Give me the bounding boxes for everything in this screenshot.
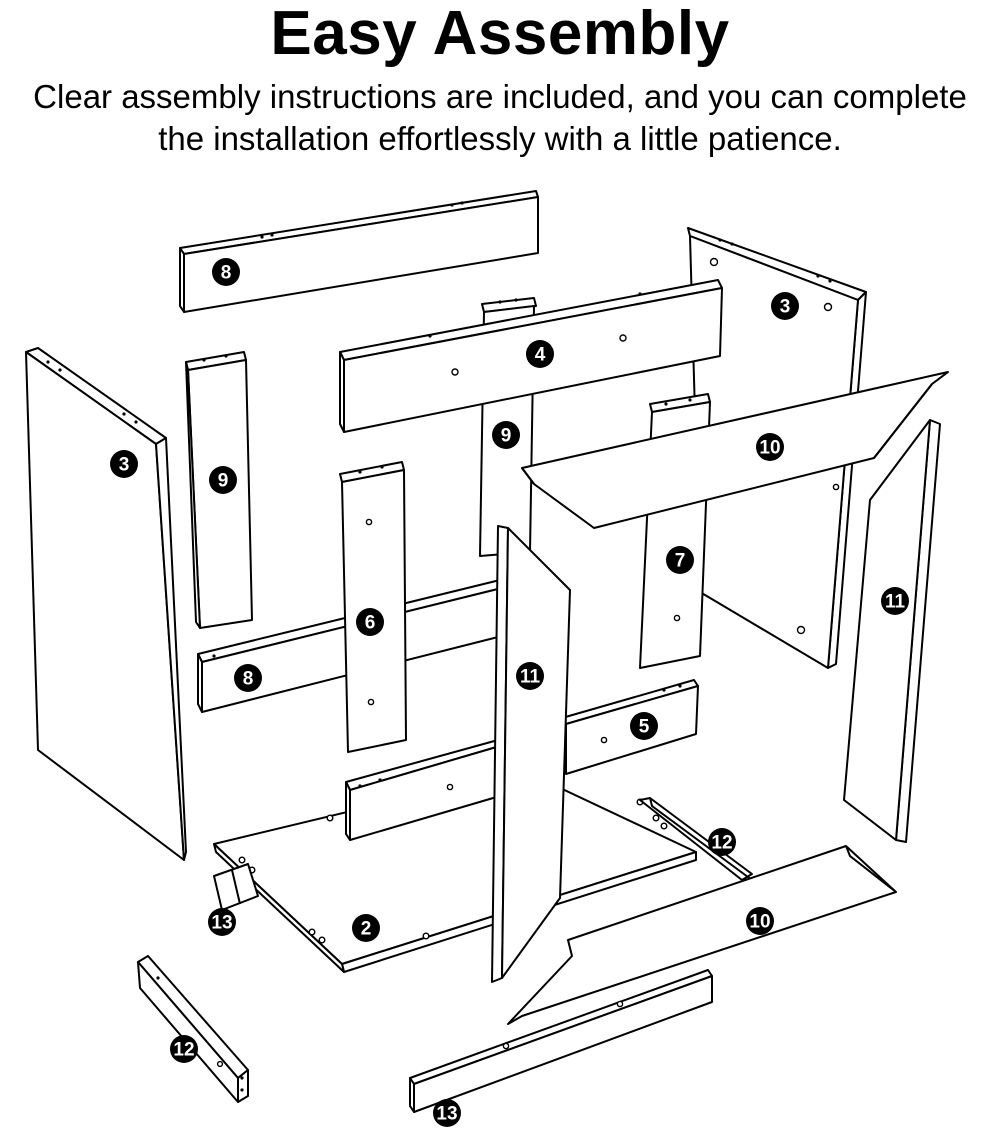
left-upright	[185, 351, 253, 629]
part-label-left-side-panel: 3	[110, 450, 138, 478]
svg-text:7: 7	[675, 551, 686, 572]
svg-text:4: 4	[535, 345, 546, 366]
svg-text:10: 10	[759, 438, 780, 459]
part-label-front-lower-rail: 5	[630, 712, 658, 740]
part-label-right-divider: 7	[666, 546, 694, 574]
left-leg-panel	[491, 525, 571, 983]
svg-text:13: 13	[211, 913, 232, 934]
part-label-left-upright: 9	[209, 466, 237, 494]
front-lower-rail	[561, 679, 699, 775]
svg-text:9: 9	[218, 471, 229, 492]
svg-text:3: 3	[119, 455, 130, 476]
part-label-back-foot-bar: 13	[208, 908, 236, 936]
svg-text:5: 5	[639, 717, 650, 738]
svg-text:12: 12	[711, 833, 732, 854]
svg-text:11: 11	[520, 667, 541, 688]
part-label-left-leg-panel: 11	[516, 662, 544, 690]
top-back-rail	[179, 190, 539, 313]
svg-text:12: 12	[173, 1040, 194, 1061]
part-label-bottom-frame: 10	[746, 907, 774, 935]
svg-text:8: 8	[243, 669, 254, 690]
svg-text:10: 10	[749, 912, 770, 933]
part-label-left-foot-bar: 12	[170, 1035, 198, 1063]
svg-text:8: 8	[221, 263, 232, 284]
part-label-top-back-rail: 8	[212, 258, 240, 286]
part-label-top-frame: 10	[756, 433, 784, 461]
svg-text:13: 13	[436, 1104, 457, 1125]
left-side-panel	[25, 347, 187, 861]
top-frame	[521, 371, 949, 529]
page-subtitle: Clear assembly instructions are included…	[0, 76, 1000, 160]
bottom-frame	[507, 845, 897, 1025]
part-label-center-divider: 6	[356, 608, 384, 636]
part-label-back-top-rail: 4	[526, 340, 554, 368]
front-foot-bar	[409, 969, 713, 1113]
part-label-lower-back-rail: 8	[234, 664, 262, 692]
subtitle-line-1: Clear assembly instructions are included…	[33, 78, 967, 115]
svg-text:2: 2	[361, 919, 372, 940]
shelf-support-stub	[213, 863, 259, 911]
svg-text:3: 3	[780, 297, 791, 318]
part-label-right-foot-bar: 12	[708, 828, 736, 856]
page-title: Easy Assembly	[270, 0, 730, 68]
center-divider	[339, 461, 407, 753]
part-label-center-upright: 9	[492, 421, 520, 449]
right-leg-panel	[843, 419, 941, 843]
part-label-front-foot-bar: 13	[433, 1099, 461, 1127]
subtitle-line-2: the installation effortlessly with a lit…	[158, 120, 842, 157]
svg-text:11: 11	[885, 592, 906, 613]
svg-text:6: 6	[365, 613, 376, 634]
part-label-bottom-shelf: 2	[352, 914, 380, 942]
part-label-right-leg-panel: 11	[881, 587, 909, 615]
svg-text:9: 9	[501, 426, 512, 447]
left-foot-bar	[137, 955, 249, 1103]
part-label-right-side-panel: 3	[771, 292, 799, 320]
